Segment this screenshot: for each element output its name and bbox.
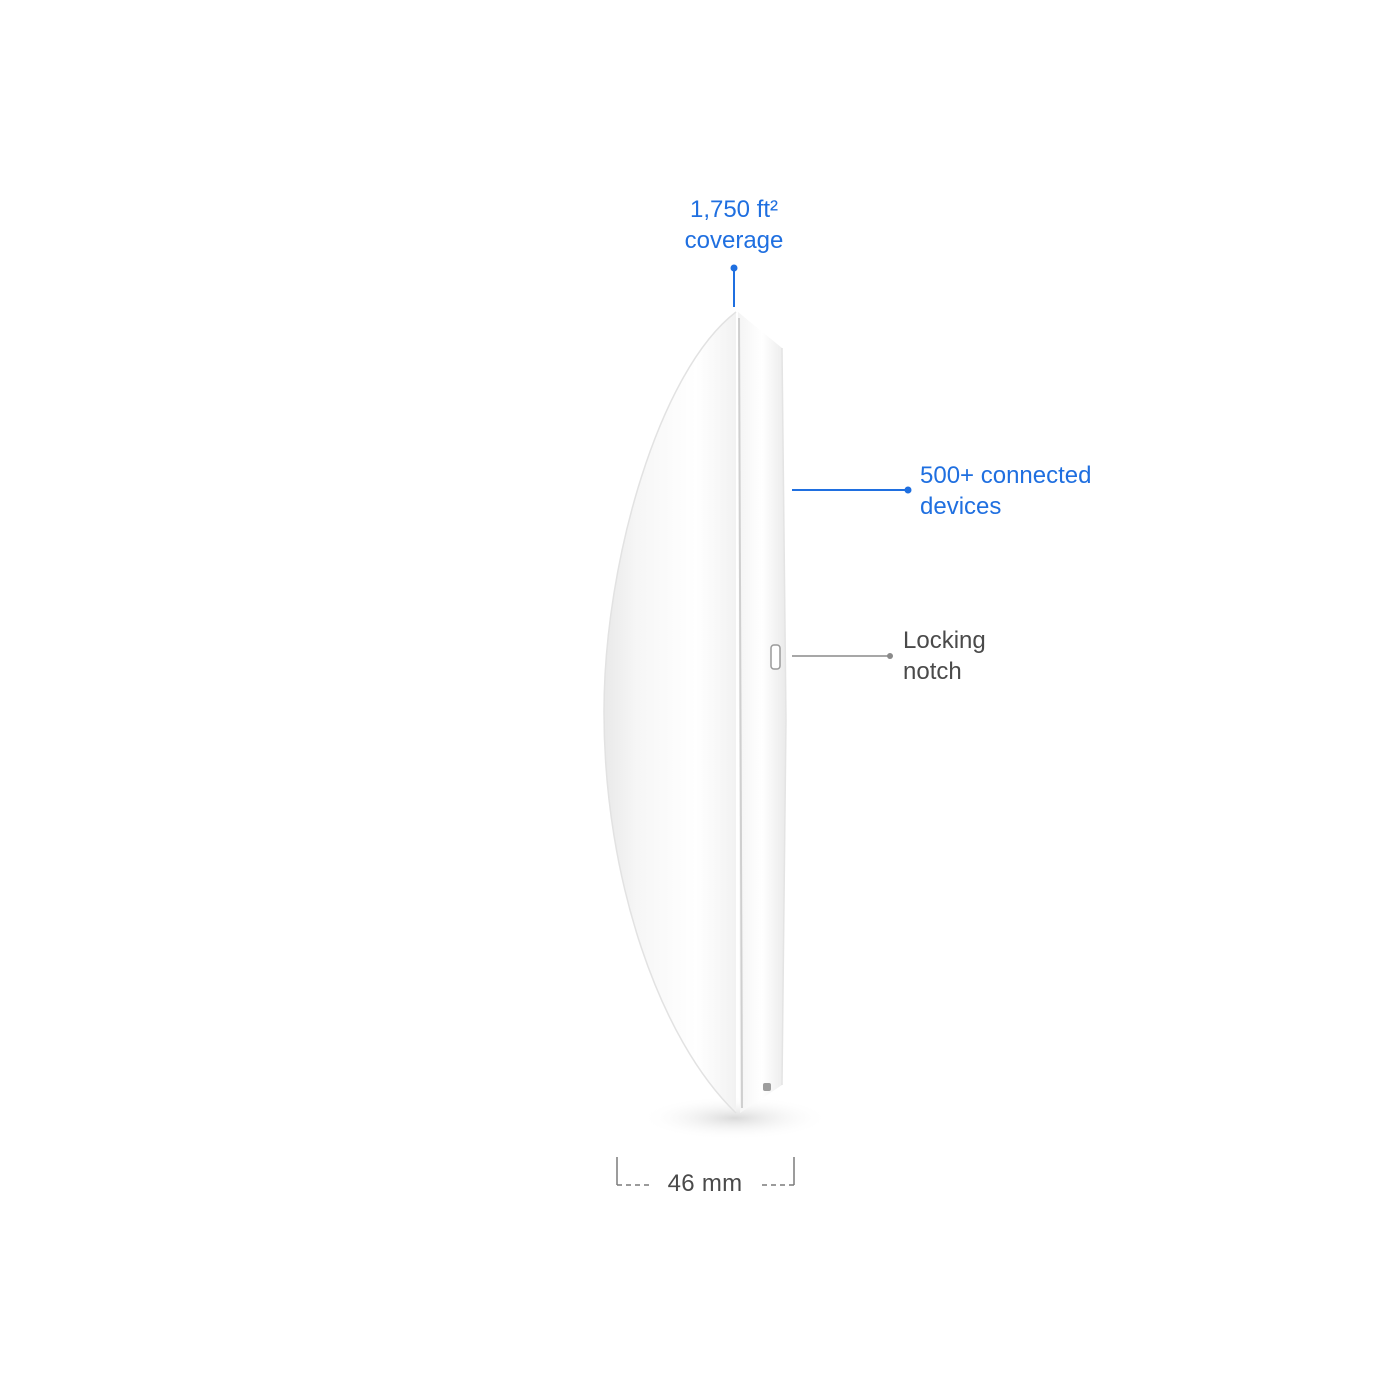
devices-leader-dot [904,486,912,494]
device-rim [738,312,786,1113]
device-dome [604,312,736,1113]
coverage-value: 1,750 ft² [689,196,779,223]
locking-notch-line2: notch [903,658,962,685]
bottom-port [763,1083,771,1091]
notch-leader-dot [887,653,893,659]
thickness-dimension-bracket [616,1157,795,1186]
device-shadow [640,1096,830,1140]
locking-notch-callout: Locking notch [903,625,986,687]
devices-caption: devices [920,493,1002,520]
rim-outer-edge [781,347,787,1086]
devices-callout: 500+ connected devices [920,460,1091,522]
locking-notch-line1: Locking [903,627,986,654]
device-seam [738,317,743,1109]
thickness-dimension-label: 46 mm [667,1170,743,1197]
coverage-leader-dot [730,264,738,272]
dome-edge-highlight [603,311,737,1114]
locking-notch-slot [770,644,781,670]
coverage-caption: coverage [684,227,784,254]
coverage-callout: 1,750 ft² coverage [634,194,834,256]
devices-value: 500+ connected [920,462,1092,489]
